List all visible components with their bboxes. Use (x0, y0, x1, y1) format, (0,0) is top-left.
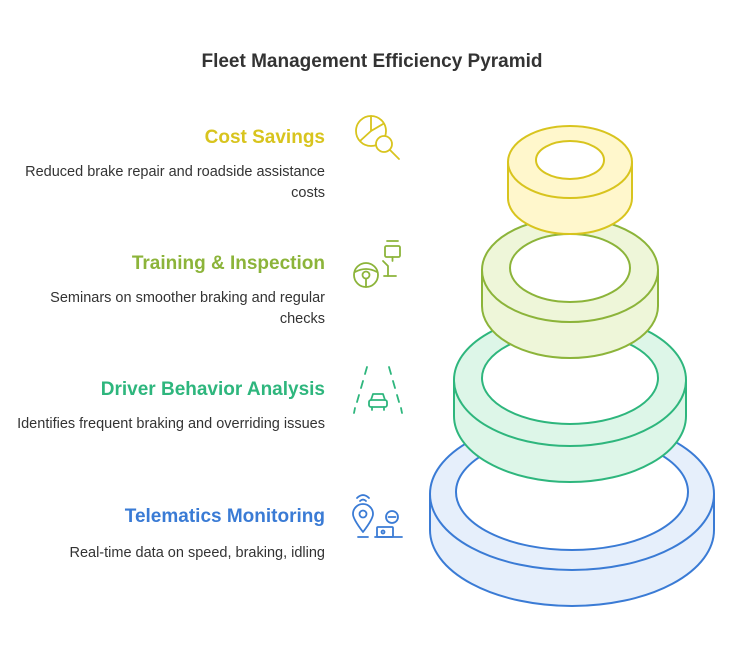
level-heading-training-inspection: Training & Inspection (131, 253, 325, 274)
level-description-cost-savings: Reduced brake repair and roadside assist… (25, 164, 325, 201)
car-on-road-icon (353, 366, 403, 414)
level-heading-telematics-monitoring: Telematics Monitoring (124, 506, 325, 527)
level-description-telematics-monitoring: Real-time data on speed, braking, idling (69, 545, 325, 561)
diagram-title: Fleet Management Efficiency Pyramid (201, 51, 543, 72)
ring-driver-behavior-analysis (453, 313, 687, 483)
level-description-training-inspection: Seminars on smoother braking and regular… (50, 290, 325, 327)
level-description-driver-behavior-analysis: Identifies frequent braking and overridi… (17, 416, 325, 432)
level-heading-cost-savings: Cost Savings (204, 127, 325, 148)
level-heading-driver-behavior-analysis: Driver Behavior Analysis (100, 379, 325, 400)
ring-training-inspection (481, 217, 659, 359)
pie-chart-magnifier-icon (355, 115, 400, 160)
steering-wheel-presentation-icon (353, 240, 401, 288)
location-signal-laptop-icon (352, 494, 403, 538)
ring-cost-savings (507, 125, 633, 235)
